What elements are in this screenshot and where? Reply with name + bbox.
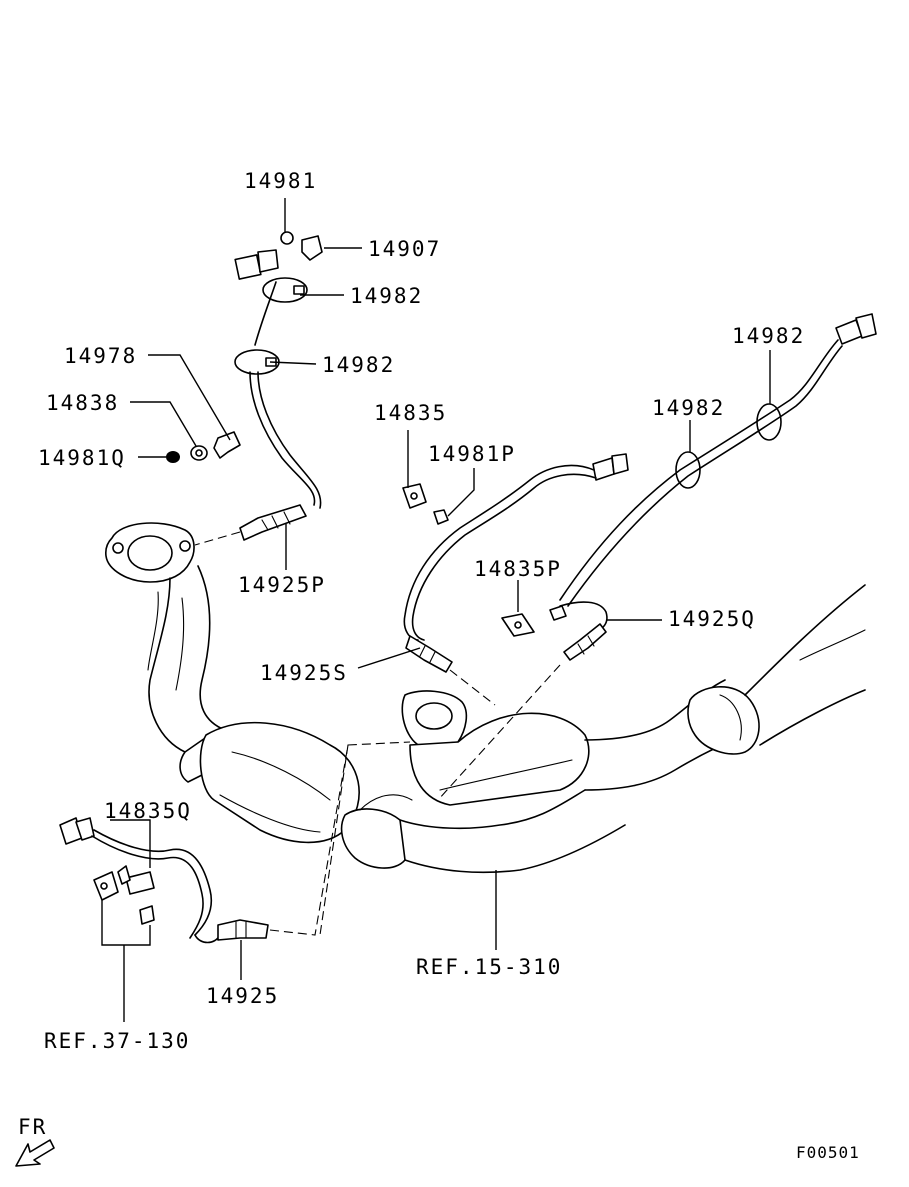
- main-exhaust-pipe: [340, 584, 866, 874]
- label-14925Q: 14925Q: [668, 607, 756, 631]
- label-14981: 14981: [244, 169, 317, 193]
- label-14982-mid: 14982: [322, 353, 395, 377]
- label-14982-right-top: 14982: [732, 324, 805, 348]
- label-fr: FR: [18, 1115, 47, 1139]
- label-ref-15-310: REF.15-310: [416, 955, 562, 979]
- label-14835P: 14835P: [474, 557, 562, 581]
- label-14925S: 14925S: [260, 661, 348, 685]
- part-number-labels: 14981 14907 14982 14982 14978 14838 1498…: [18, 169, 860, 1162]
- label-14982-top: 14982: [350, 284, 423, 308]
- label-14835: 14835: [374, 401, 447, 425]
- front-direction-arrow-icon: [15, 1139, 55, 1167]
- label-14835Q: 14835Q: [104, 799, 192, 823]
- label-14981P: 14981P: [428, 442, 516, 466]
- label-14982-right-mid: 14982: [652, 396, 725, 420]
- oxygen-sensor-14925S: [402, 453, 629, 673]
- leader-lines: [101, 198, 771, 1022]
- oxygen-sensor-14925Q: [501, 313, 877, 661]
- oxygen-sensor-14925P: [234, 231, 323, 541]
- label-14978: 14978: [64, 344, 137, 368]
- bracket-parts-group: [166, 431, 241, 463]
- label-14907: 14907: [368, 237, 441, 261]
- oxygen-sensor-14925: [59, 817, 269, 944]
- label-ref-37-130: REF.37-130: [44, 1029, 190, 1053]
- label-14981Q: 14981Q: [38, 446, 126, 470]
- label-14838: 14838: [46, 391, 119, 415]
- figure-code: F00501: [796, 1143, 860, 1162]
- label-14925: 14925: [206, 984, 279, 1008]
- dashed-reference-lines: [194, 531, 561, 936]
- label-14925P: 14925P: [238, 573, 326, 597]
- front-exhaust-pipe: [105, 522, 360, 844]
